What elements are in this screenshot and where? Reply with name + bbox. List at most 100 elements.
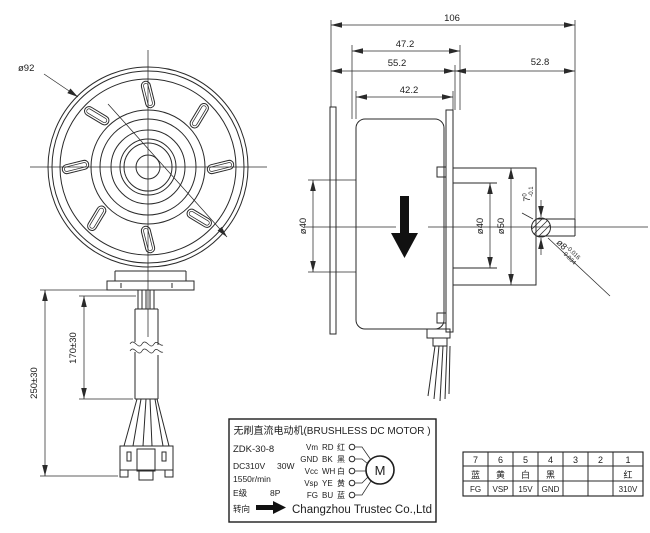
voltage-value: DC310V — [233, 461, 265, 471]
wire-color: 红 — [337, 442, 345, 452]
overall-length-label: 106 — [444, 13, 460, 24]
rotor-bell — [355, 118, 445, 330]
bell-rim-side — [329, 106, 337, 335]
pin-signal: 310V — [619, 485, 638, 494]
wire-color-row: 蓝 黄 白 黑 红 — [471, 469, 633, 480]
terminal-circle — [348, 443, 356, 451]
hub-ring-circle — [110, 129, 186, 205]
shaft-flat-dimension: 70-0.1 — [522, 186, 544, 255]
direction-label: 转向 — [233, 504, 250, 514]
rear-length-label: 52.8 — [531, 57, 550, 68]
wire-signal: FG — [307, 491, 318, 500]
outer-rim-circle — [47, 66, 249, 268]
pin-color: 红 — [623, 469, 632, 480]
front-length-label: 47.2 — [396, 39, 415, 50]
pin-number: 5 — [523, 455, 528, 465]
front-diameter-label: ø92 — [18, 63, 34, 74]
front-view: ø92 — [18, 50, 267, 481]
plate-tab — [436, 166, 447, 178]
pin-color: 蓝 — [471, 469, 480, 480]
wire-lead-line — [355, 476, 369, 484]
terminal-circle — [348, 491, 356, 499]
wire-signal: Vsp — [304, 479, 318, 488]
insulation-class: E级 — [233, 488, 248, 498]
wire-lead-line — [355, 446, 372, 461]
break-line — [129, 341, 164, 347]
wire-signal: Vcc — [305, 467, 318, 476]
wire-color: 黄 — [337, 478, 345, 488]
lead-wire-assembly — [123, 290, 170, 447]
diameter-leader-line — [43, 73, 79, 98]
hub-diameter-label: ø40 — [298, 218, 309, 234]
speed-value: 1550r/min — [233, 474, 271, 484]
terminal-circle — [348, 479, 356, 487]
pin-number: 2 — [598, 455, 603, 465]
vent-slots — [61, 80, 235, 254]
pin-color: 黑 — [546, 470, 555, 480]
vent-ring-circle — [59, 78, 237, 256]
company-name: Changzhou Trustec Co.,Ltd — [292, 504, 432, 516]
connector — [119, 445, 174, 481]
pin-signal: VSP — [492, 485, 508, 494]
model-number: ZDK-30-8 — [233, 444, 274, 455]
terminal-circle — [348, 467, 356, 475]
wire-code: RD — [322, 443, 334, 452]
wire-code: BU — [322, 491, 333, 500]
rim-inner-circle — [51, 70, 245, 264]
cable-dimensions: 250±30 170±30 — [29, 289, 136, 477]
direction-arrow-icon — [256, 501, 286, 514]
pin-table: 7 6 5 4 3 2 1 蓝 黄 白 黑 红 FG VSP 15V GND 3… — [462, 451, 644, 497]
body-length-label: 55.2 — [388, 58, 407, 69]
wire-signal: Vm — [306, 443, 318, 452]
side-dimensions: 106 47.2 55.2 52.8 42.2 — [330, 13, 576, 219]
pin-number: 1 — [625, 455, 630, 465]
pin-number: 3 — [573, 455, 578, 465]
motor-symbol: M — [365, 455, 395, 485]
wire-color: 黑 — [337, 455, 345, 464]
pin-color: 黄 — [496, 469, 505, 480]
pin-signal: 15V — [518, 485, 533, 494]
hub-ring-circle — [119, 138, 177, 196]
break-line — [129, 348, 164, 354]
wire-code: WH — [322, 467, 336, 476]
boss-diameter-label: ø40 — [475, 218, 486, 234]
nameplate-title: 无刷直流电动机(BRUSHLESS DC MOTOR ) — [233, 424, 430, 437]
wire-signal: GND — [300, 455, 318, 464]
pin-signal: GND — [542, 485, 560, 494]
pole-count: 8P — [270, 488, 281, 498]
shaft-hole-circle — [135, 154, 161, 180]
side-lead-wires — [426, 328, 451, 402]
bell-length-label: 42.2 — [400, 85, 419, 96]
pin-number-row: 7 6 5 4 3 2 1 — [473, 455, 631, 465]
motor-symbol-letter: M — [375, 463, 386, 478]
shaft-section — [521, 212, 551, 238]
nameplate: 无刷直流电动机(BRUSHLESS DC MOTOR ) ZDK-30-8 DC… — [228, 418, 437, 523]
hub-ring-circle — [123, 142, 173, 192]
wire-code: BK — [322, 455, 333, 464]
wire-lead-line — [355, 458, 369, 465]
power-value: 30W — [277, 461, 294, 471]
wire-lead-line — [355, 480, 372, 496]
wire-color: 蓝 — [337, 490, 345, 500]
pin-signal: FG — [470, 485, 481, 494]
cable-total-length-label: 250±30 — [29, 367, 40, 399]
stator-flange — [452, 167, 537, 286]
pin-number: 4 — [548, 455, 553, 465]
plate-tab — [436, 312, 447, 324]
pin-color: 白 — [521, 469, 530, 480]
hub-ring-circle — [90, 109, 206, 225]
cable-sleeve-length-label: 170±30 — [68, 332, 79, 364]
pin-number: 7 — [473, 455, 478, 465]
pin-signal-row: FG VSP 15V GND 310V — [470, 485, 638, 494]
wire-code: YE — [322, 479, 333, 488]
hub-ring-circle — [99, 118, 197, 216]
flange-diameter-label: ø50 — [496, 218, 507, 234]
shaft-flat-label: 70-0.1 — [522, 186, 535, 202]
wire-color: 白 — [337, 466, 345, 476]
pin-number: 6 — [498, 455, 503, 465]
section-arrow-line — [107, 103, 228, 238]
